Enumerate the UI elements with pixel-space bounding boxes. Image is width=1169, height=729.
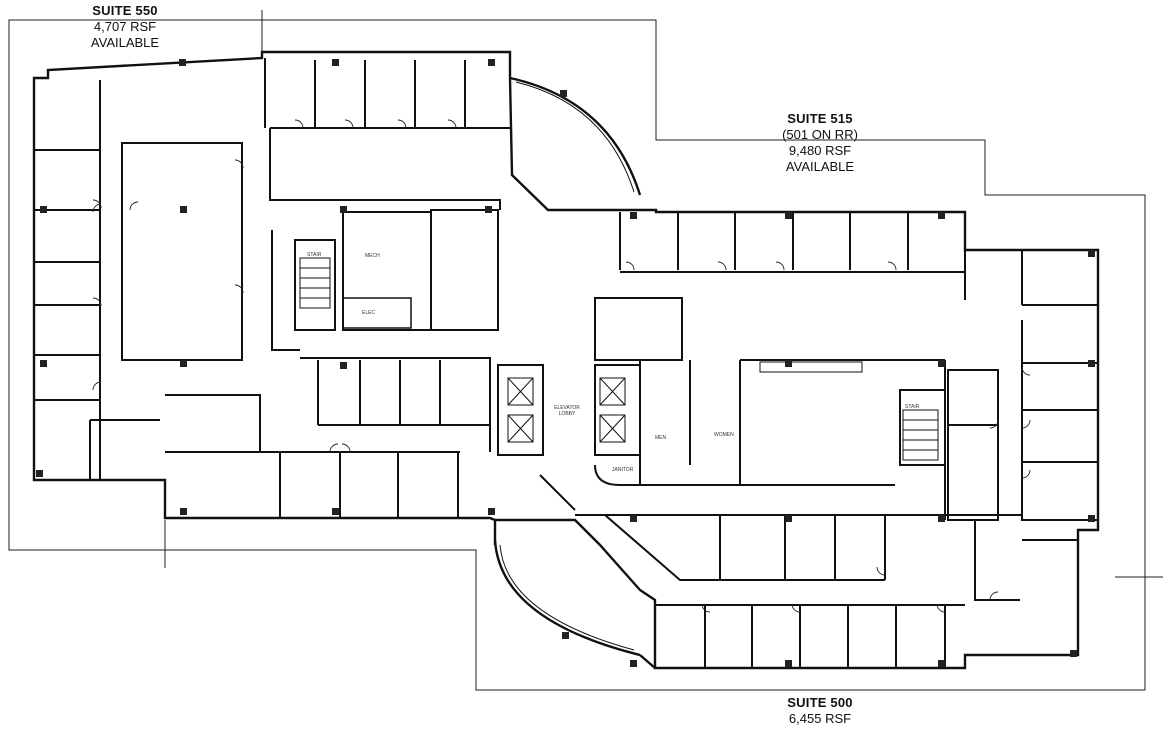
suite-515-status: AVAILABLE [785,159,855,174]
mens-label: MEN [655,435,667,441]
suite-515-note: (501 ON RR) [782,127,858,142]
elec-label: ELEC [362,310,376,316]
mech-label: MECH [365,253,380,259]
suite-500-name: SUITE 500 [787,695,853,710]
suite-500-rsf: 6,455 RSF [788,711,852,726]
elevator-lobby-label: ELEVATOR LOBBY [554,405,580,417]
suite-515-name: SUITE 515 [787,111,853,126]
suite-550-rsf: 4,707 RSF [93,19,157,34]
suite-515-label: SUITE 515 (501 ON RR) 9,480 RSF AVAILABL… [760,111,880,175]
suite-500-label: SUITE 500 6,455 RSF [765,695,875,727]
womens-label: WOMEN [714,432,734,438]
curved-wall-north [509,76,642,196]
suite-550-name: SUITE 550 [92,3,158,18]
suite-boundary-550 [8,19,1146,691]
exterior-wall-west [32,50,1100,670]
suite-550-label: SUITE 550 4,707 RSF AVAILABLE [70,3,180,51]
janitor-label: JANITOR [612,467,634,473]
curved-wall-south [493,539,641,657]
column-markers [36,59,1095,667]
suite-515-rsf: 9,480 RSF [788,143,852,158]
stair-label-west: STAIR [307,252,322,258]
stair-label-east: STAIR [905,404,920,410]
suite-550-status: AVAILABLE [90,35,160,50]
